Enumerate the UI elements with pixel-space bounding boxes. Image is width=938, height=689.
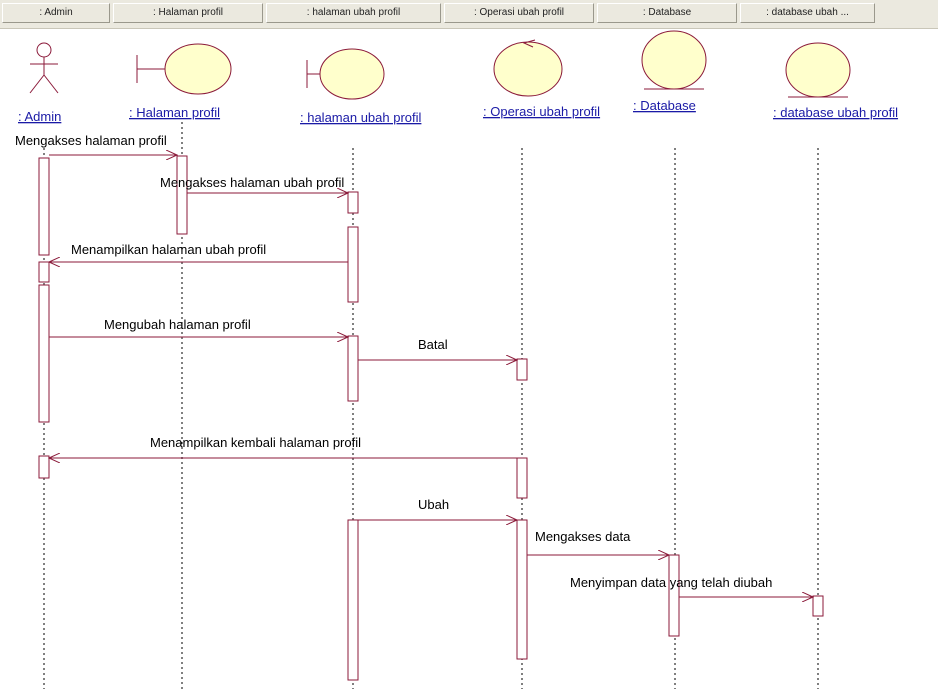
activation-bar [38, 455, 50, 479]
header-tab-halaman-profil[interactable]: : Halaman profil [113, 3, 263, 23]
message-label: Batal [418, 337, 448, 352]
object-label-database-ubah-profil[interactable]: : database ubah profil [773, 105, 898, 120]
object-label-halaman-ubah-profil[interactable]: : halaman ubah profil [300, 110, 422, 125]
message-label: Menampilkan kembali halaman profil [150, 435, 361, 450]
header-tab-admin[interactable]: : Admin [2, 3, 110, 23]
activation-bar [812, 595, 824, 617]
activation-bar [347, 519, 359, 681]
activation-bar [347, 191, 359, 214]
activation-bar [38, 157, 50, 256]
header-tab-halaman-ubah-profil[interactable]: : halaman ubah profil [266, 3, 441, 23]
message-label: Mengakses halaman profil [15, 133, 167, 148]
boundary-icon[interactable] [306, 48, 385, 100]
activation-bar [347, 335, 359, 402]
control-icon[interactable] [493, 39, 563, 97]
message-label: Mengubah halaman profil [104, 317, 251, 332]
activation-bar [38, 261, 50, 283]
entity-icon[interactable] [641, 30, 707, 90]
object-label-halaman-profil[interactable]: : Halaman profil [129, 105, 220, 120]
header-tab-operasi-ubah-profil[interactable]: : Operasi ubah profil [444, 3, 594, 23]
object-label-operasi-ubah-profil[interactable]: : Operasi ubah profil [483, 104, 600, 119]
message-label: Menampilkan halaman ubah profil [71, 242, 266, 257]
lifeline-header-bar: : Admin : Halaman profil : halaman ubah … [0, 0, 938, 29]
header-tab-database-ubah[interactable]: : database ubah ... [740, 3, 875, 23]
actor-icon[interactable] [29, 42, 59, 94]
activation-bar [516, 519, 528, 660]
object-label-admin[interactable]: : Admin [18, 109, 61, 124]
activation-bar [516, 358, 528, 381]
message-label: Mengakses data [535, 529, 631, 544]
object-label-database[interactable]: : Database [633, 98, 696, 113]
activation-bar [176, 155, 188, 235]
message-label: Menyimpan data yang telah diubah [570, 575, 772, 590]
entity-icon[interactable] [785, 42, 851, 98]
activation-bar [38, 284, 50, 423]
activation-bar [347, 226, 359, 303]
message-label: Mengakses halaman ubah profil [160, 175, 344, 190]
activation-bar [516, 457, 528, 499]
header-tab-database[interactable]: : Database [597, 3, 737, 23]
boundary-icon[interactable] [136, 43, 232, 95]
message-label: Ubah [418, 497, 449, 512]
activation-bar [668, 554, 680, 637]
